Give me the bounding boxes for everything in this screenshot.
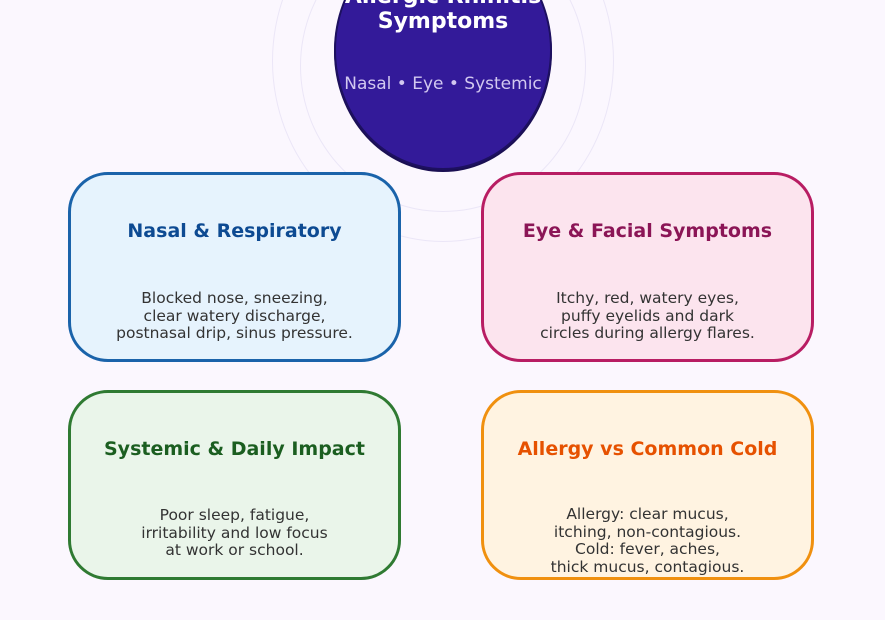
central-topic-subtitle: Nasal • Eye • Systemic — [344, 74, 542, 94]
card-title: Systemic & Daily Impact — [104, 438, 365, 460]
card-systemic-daily-impact: Systemic & Daily Impact Poor sleep, fati… — [68, 390, 401, 580]
card-body: Poor sleep, fatigue, irritability and lo… — [141, 506, 328, 559]
card-nasal-respiratory: Nasal & Respiratory Blocked nose, sneezi… — [68, 172, 401, 362]
central-topic-node: Allergic Rhinitis Symptoms Nasal • Eye •… — [334, 0, 552, 170]
card-title: Nasal & Respiratory — [127, 220, 342, 242]
card-body: Itchy, red, watery eyes, puffy eyelids a… — [540, 289, 755, 342]
card-title: Eye & Facial Symptoms — [522, 220, 773, 242]
card-title: Allergy vs Common Cold — [517, 438, 778, 460]
central-topic-title: Allergic Rhinitis Symptoms — [345, 0, 541, 34]
card-eye-facial: Eye & Facial Symptoms Itchy, red, watery… — [481, 172, 814, 362]
card-body: Allergy: clear mucus, itching, non-conta… — [550, 505, 745, 576]
card-body: Blocked nose, sneezing, clear watery dis… — [116, 289, 353, 342]
card-allergy-vs-cold: Allergy vs Common Cold Allergy: clear mu… — [481, 390, 814, 580]
